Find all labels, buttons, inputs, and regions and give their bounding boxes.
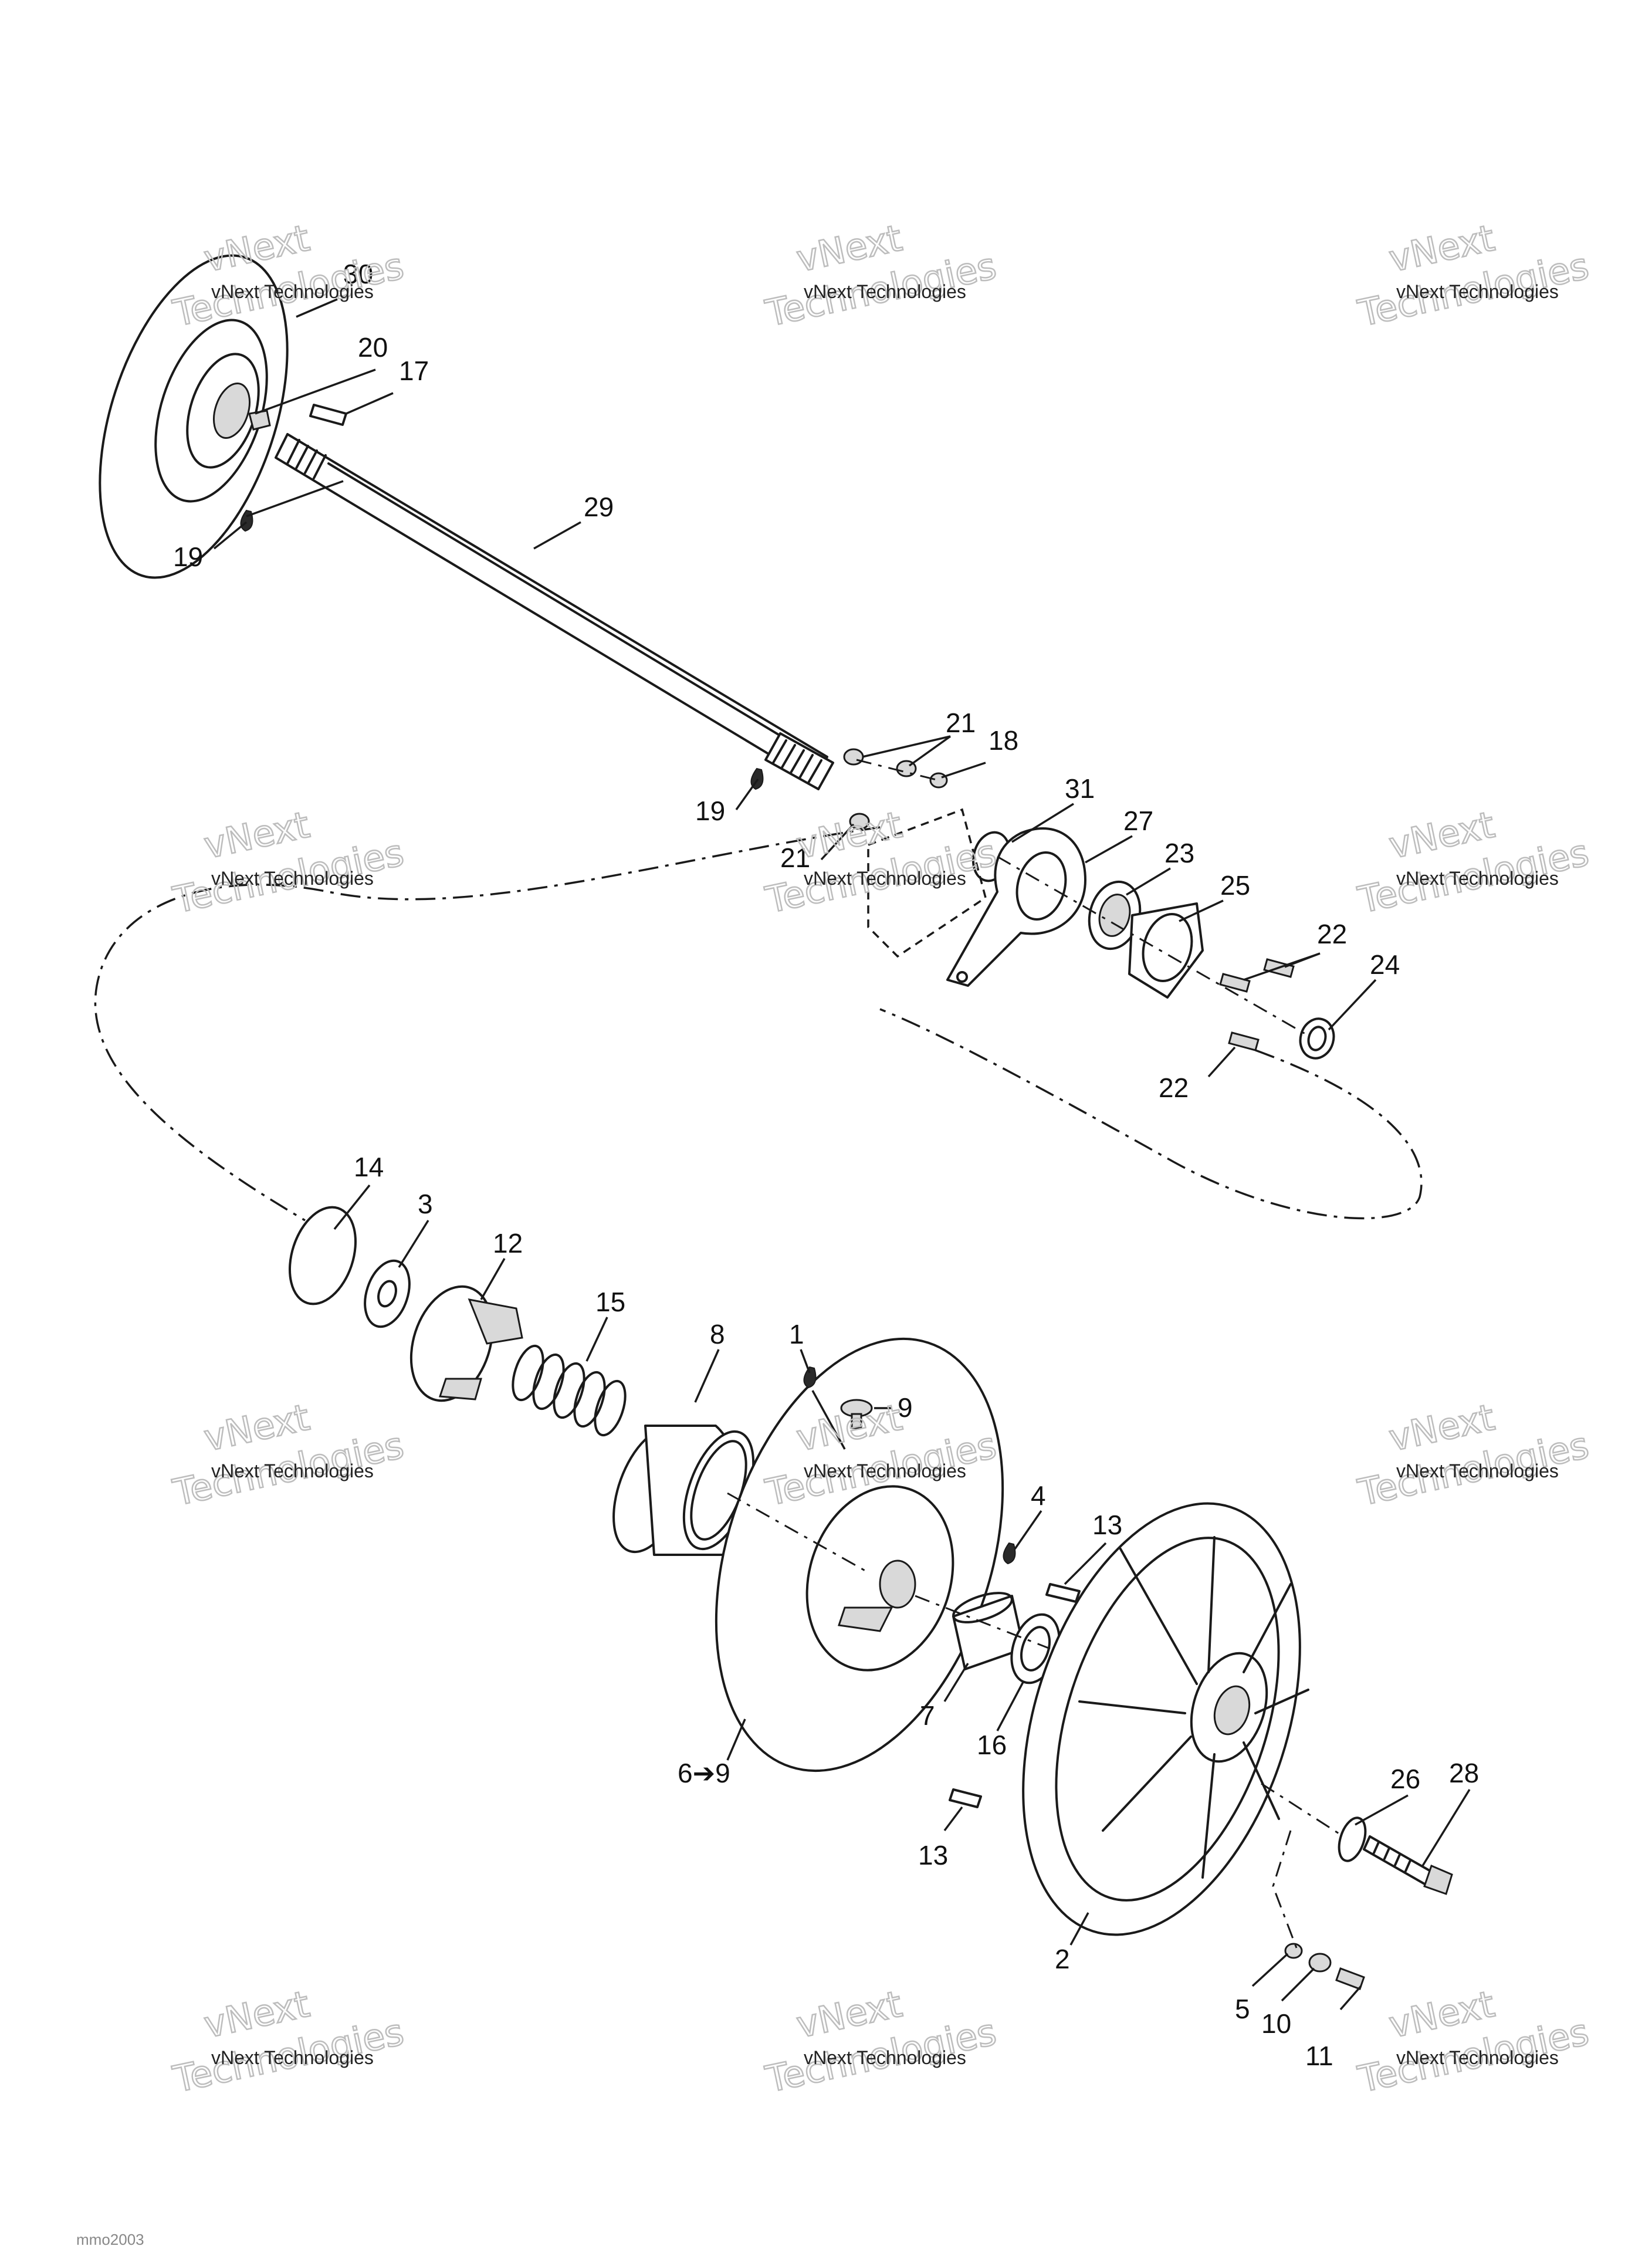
callout-3: 3: [418, 1189, 433, 1219]
callout-4: 4: [1031, 1480, 1046, 1511]
washer-5: [1284, 1943, 1303, 1959]
flange-25: [1128, 902, 1204, 999]
callout-13a: 13: [1092, 1510, 1122, 1540]
bolt-22a: [1219, 973, 1251, 993]
watermark-4a: vNext Technologies: [168, 1981, 408, 2102]
watermark-4b: vNext Technologies: [761, 1981, 1000, 2102]
callout-30: 30: [343, 259, 373, 289]
callout-5: 5: [1235, 1994, 1250, 2024]
callout-7: 7: [920, 1700, 935, 1731]
grease-drop-1: [803, 1366, 817, 1389]
nut-10: [1308, 1953, 1332, 1973]
watermark-1c: vNext Technologies: [1353, 215, 1593, 336]
callout-labels: 30 20 17 19 29 21 18 19 21 31 27 23 25 2…: [173, 259, 1479, 2071]
watermark-1c-text: vNext Technologies: [1396, 281, 1559, 302]
callout-19b: 19: [695, 796, 725, 826]
watermark-2a-text: vNext Technologies: [211, 868, 374, 889]
callout-11: 11: [1305, 2041, 1333, 2071]
set-screw-11: [1335, 1967, 1365, 1990]
callout-31: 31: [1065, 773, 1095, 804]
leader-lines: [213, 298, 1471, 2011]
watermark-4c: vNext Technologies: [1353, 1981, 1593, 2102]
footer-code: mmo2003: [76, 2231, 144, 2248]
callout-22a: 22: [1317, 919, 1347, 949]
nut-21c: [849, 813, 870, 830]
callout-23: 23: [1164, 838, 1194, 868]
nut-21a: [843, 748, 864, 766]
key-13b: [949, 1788, 982, 1808]
callout-2: 2: [1055, 1944, 1070, 1974]
watermark-3b-text: vNext Technologies: [804, 1460, 966, 1481]
callout-13b: 13: [918, 1840, 948, 1870]
grease-drop-19a: [240, 509, 253, 532]
watermark-3a-text: vNext Technologies: [211, 1460, 374, 1481]
lube-fitting-20: [248, 410, 271, 431]
watermark-row-1: vNext Technologies vNext Technologies vN…: [168, 215, 1593, 336]
callout-20: 20: [358, 332, 388, 363]
shaft-spline-end: [772, 739, 822, 784]
callout-29: 29: [584, 492, 614, 522]
retaining-ring-14: [289, 1206, 357, 1305]
watermark-4c-text: vNext Technologies: [1396, 2047, 1559, 2068]
fixed-sheave-2: [1022, 1502, 1309, 1936]
callout-8: 8: [710, 1319, 725, 1349]
cam-12: [409, 1285, 523, 1402]
assembly-axis-lower: [727, 1492, 1344, 1838]
spring-15: [512, 1344, 627, 1437]
watermark-3a: vNext Technologies: [168, 1395, 408, 1515]
watermark-2c: vNext Technologies: [1353, 802, 1593, 922]
callout-27: 27: [1123, 806, 1153, 836]
callout-9: 9: [898, 1392, 913, 1423]
callout-19a: 19: [173, 542, 203, 572]
watermark-3c-text: vNext Technologies: [1396, 1460, 1559, 1481]
bearing-plate-27: [946, 827, 1086, 987]
callout-26: 26: [1390, 1764, 1420, 1794]
shaft-spline-start: [286, 439, 327, 479]
bracket-31-dashed: [867, 808, 987, 958]
watermark-row-4: vNext Technologies vNext Technologies vN…: [168, 1981, 1593, 2102]
callout-16: 16: [977, 1730, 1007, 1760]
callout-21b: 21: [780, 843, 810, 873]
callout-14: 14: [354, 1152, 384, 1182]
callout-10: 10: [1261, 2008, 1291, 2039]
watermark-1a-text: vNext Technologies: [211, 281, 374, 302]
watermark-2c-text: vNext Technologies: [1396, 868, 1559, 889]
assembly-axis-set-screw: [1272, 1830, 1298, 1948]
callout-21a: 21: [946, 708, 976, 738]
callout-18: 18: [989, 725, 1018, 756]
watermark-row-2: vNext Technologies vNext Technologies vN…: [168, 802, 1593, 922]
washer-3: [364, 1259, 411, 1328]
watermark-2b-text: vNext Technologies: [804, 868, 966, 889]
bolt-22c: [1228, 1031, 1260, 1051]
shaft-29: [275, 433, 834, 790]
callout-15: 15: [595, 1287, 625, 1317]
callout-17: 17: [399, 356, 429, 386]
assembly-axis-upper: [856, 759, 1309, 1037]
callout-1: 1: [789, 1319, 804, 1349]
callout-25: 25: [1220, 870, 1250, 901]
callout-12: 12: [493, 1228, 523, 1259]
washer-26: [1338, 1816, 1367, 1862]
key-17: [309, 404, 347, 426]
callout-6-9: 6➔9: [678, 1758, 730, 1788]
watermark-1b: vNext Technologies: [761, 215, 1000, 336]
watermark-2a: vNext Technologies: [168, 802, 408, 922]
bolt-28: [1363, 1835, 1453, 1895]
watermark-1b-text: vNext Technologies: [804, 281, 966, 302]
grease-drop-4: [1003, 1542, 1016, 1565]
bushing-24: [1299, 1017, 1335, 1060]
callout-24: 24: [1370, 949, 1400, 980]
callout-28: 28: [1449, 1758, 1479, 1788]
watermark-4a-text: vNext Technologies: [211, 2047, 374, 2068]
watermark-3c: vNext Technologies: [1353, 1395, 1593, 1515]
watermark-4b-text: vNext Technologies: [804, 2047, 966, 2068]
key-13a: [1045, 1583, 1081, 1603]
callout-22b: 22: [1159, 1073, 1189, 1103]
drive-belt-outline: [94, 826, 1423, 1222]
slider-button-9: [840, 1399, 873, 1429]
bearing-23: [1088, 880, 1142, 950]
